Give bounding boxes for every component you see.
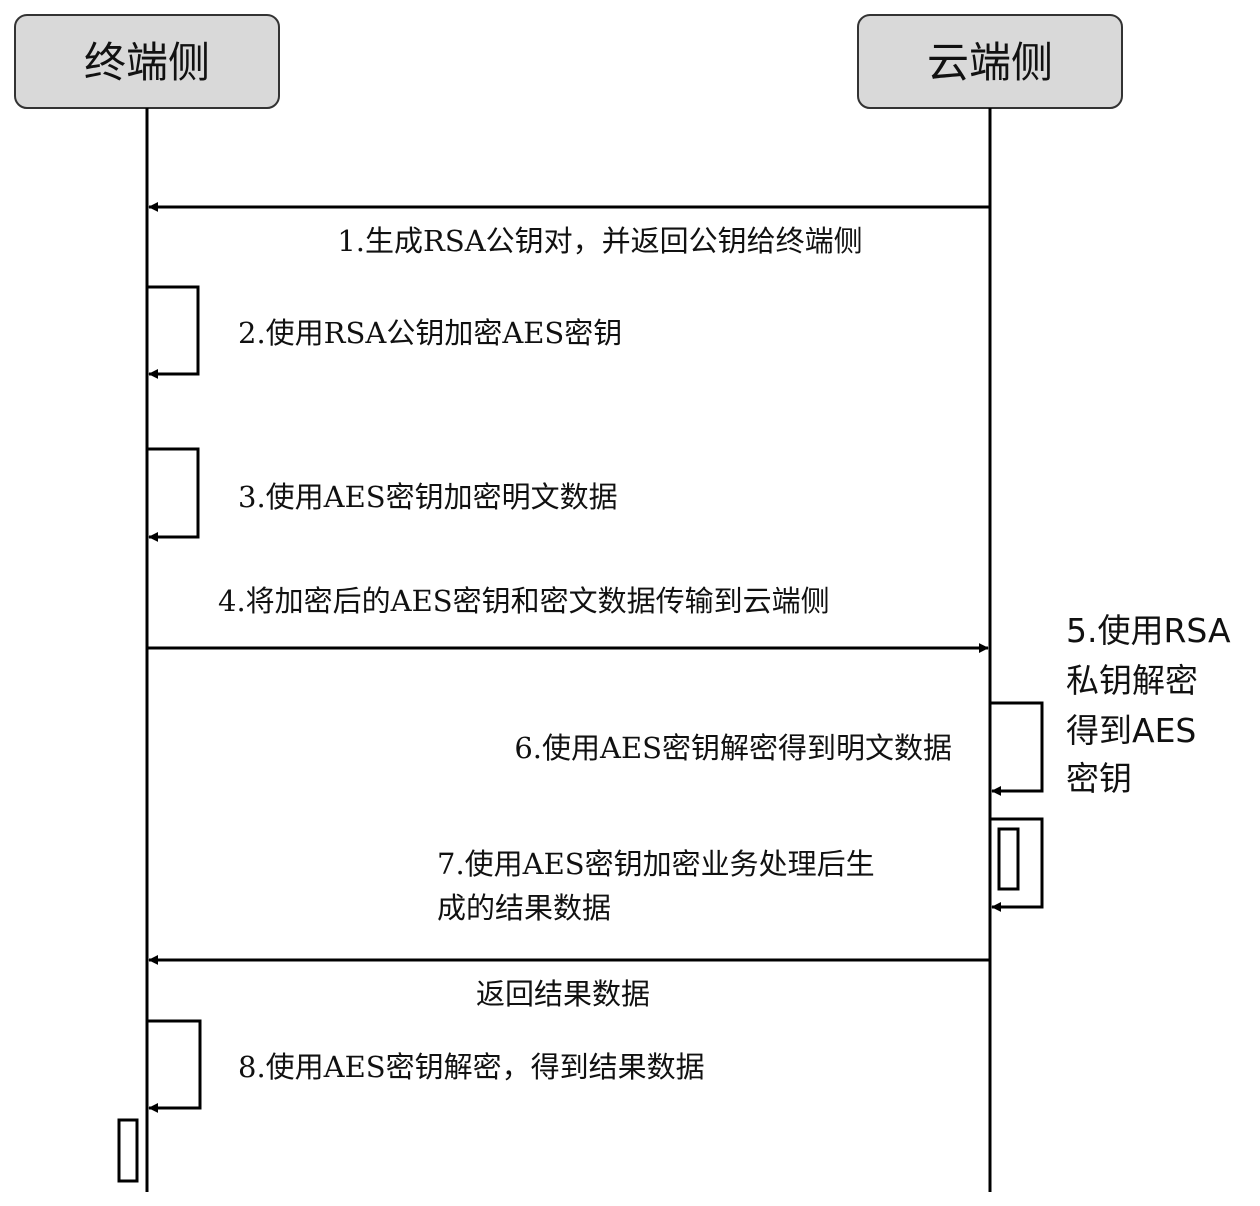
participant-cloud-label: 云端侧 (927, 38, 1053, 87)
message-2-self-arrow (147, 285, 200, 374)
participant-terminal: 终端侧 (14, 14, 280, 109)
message-3-label: 3.使用AES密钥加密明文数据 (238, 480, 618, 514)
message-2-label: 2.使用RSA公钥加密AES密钥 (238, 316, 622, 350)
message-3-self-arrow (147, 447, 200, 537)
message-1-label: 1.生成RSA公钥对，并返回公钥给终端侧 (337, 224, 862, 258)
message-8-self-arrow (147, 1019, 202, 1108)
return-result-label: 返回结果数据 (476, 977, 650, 1011)
cloud-activation-bar (997, 827, 1020, 891)
participant-cloud: 云端侧 (857, 14, 1123, 109)
message-7-label: 7.使用AES密钥加密业务处理后生 成的结果数据 (437, 847, 884, 925)
message-7-self-arrow (990, 817, 1044, 907)
terminal-activation-bar (117, 1118, 139, 1183)
message-6-self-arrow (990, 701, 1044, 791)
participant-terminal-label: 终端侧 (84, 38, 210, 87)
message-6-label: 6.使用AES密钥解密得到明文数据 (514, 731, 952, 765)
message-8-label: 8.使用AES密钥解密，得到结果数据 (238, 1050, 705, 1084)
message-4-label: 4.将加密后的AES密钥和密文数据传输到云端侧 (218, 584, 830, 618)
message-5-note: 5.使用RSA 私钥解密 得到AES 密钥 (1066, 611, 1241, 798)
